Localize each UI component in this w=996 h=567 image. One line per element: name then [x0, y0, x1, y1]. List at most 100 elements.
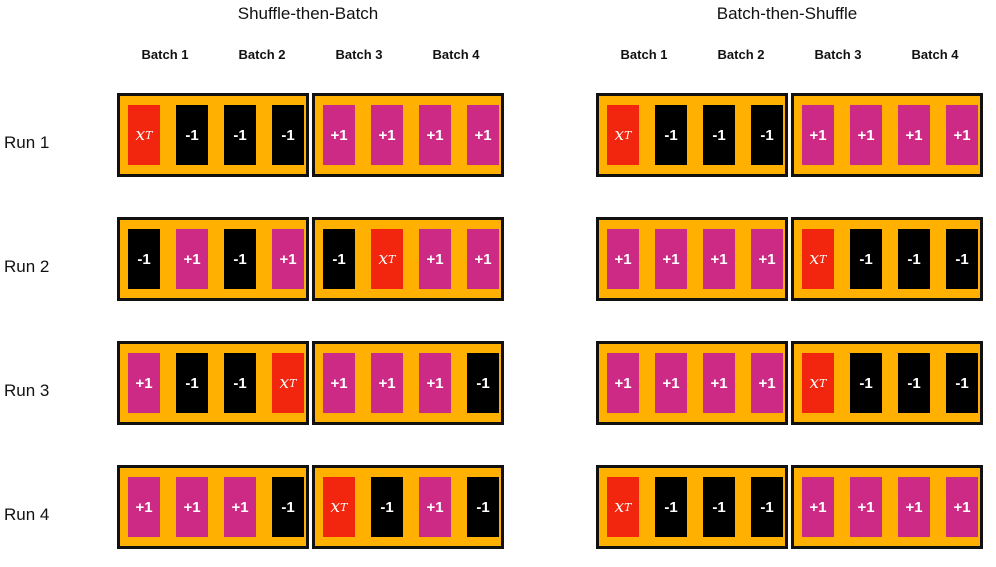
panel-title: Batch-then-Shuffle	[716, 4, 858, 23]
run-label: Run 4	[4, 505, 50, 524]
target-subscript: T	[340, 500, 348, 514]
positive-cell: +1	[898, 477, 930, 537]
positive-cell: +1	[751, 353, 783, 413]
negative-cell: -1	[224, 229, 256, 289]
batch-label: Batch 4	[432, 47, 480, 62]
positive-cell: +1	[272, 229, 304, 289]
negative-cell: -1	[272, 477, 304, 537]
negative-cell: -1	[850, 353, 882, 413]
target-subscript: T	[819, 376, 827, 390]
positive-cell: +1	[128, 353, 160, 413]
target-subscript: T	[145, 128, 153, 142]
target-subscript: T	[624, 128, 632, 142]
batch-group: +1 +1 +1 +1	[596, 341, 788, 425]
negative-cell: -1	[176, 105, 208, 165]
negative-cell: -1	[272, 105, 304, 165]
negative-cell: -1	[946, 353, 978, 413]
negative-cell: -1	[898, 353, 930, 413]
positive-cell: +1	[323, 353, 355, 413]
positive-cell: +1	[323, 105, 355, 165]
positive-cell: +1	[467, 229, 499, 289]
run-label: Run 1	[4, 133, 50, 152]
negative-cell: -1	[128, 229, 160, 289]
positive-cell: +1	[607, 229, 639, 289]
batch-label: Batch 1	[620, 47, 668, 62]
positive-cell: +1	[802, 477, 834, 537]
positive-cell: +1	[419, 105, 451, 165]
negative-cell: -1	[751, 105, 783, 165]
negative-cell: -1	[655, 477, 687, 537]
positive-cell: +1	[655, 229, 687, 289]
positive-cell: +1	[946, 477, 978, 537]
positive-cell: +1	[371, 353, 403, 413]
negative-cell: -1	[703, 477, 735, 537]
negative-cell: -1	[371, 477, 403, 537]
positive-cell: +1	[802, 105, 834, 165]
positive-cell: +1	[703, 229, 735, 289]
target-subscript: T	[819, 252, 827, 266]
positive-cell: +1	[176, 477, 208, 537]
batch-group: +1+1+1-1	[117, 465, 309, 549]
positive-cell: +1	[898, 105, 930, 165]
batch-group: +1 +1 +1 +1	[791, 93, 983, 177]
positive-cell: +1	[419, 477, 451, 537]
batch-label: Batch 2	[717, 47, 765, 62]
negative-cell: -1	[703, 105, 735, 165]
batch-group: +1 +1 +1 +1	[791, 465, 983, 549]
positive-cell: +1	[607, 353, 639, 413]
positive-cell: +1	[176, 229, 208, 289]
positive-cell: +1	[751, 229, 783, 289]
negative-cell: -1	[467, 353, 499, 413]
positive-cell: +1	[419, 353, 451, 413]
negative-cell: -1	[751, 477, 783, 537]
negative-cell: -1	[898, 229, 930, 289]
negative-cell: -1	[655, 105, 687, 165]
positive-cell: +1	[655, 353, 687, 413]
run-label: Run 3	[4, 381, 50, 400]
target-subscript: T	[289, 376, 297, 390]
batch-label: Batch 1	[141, 47, 189, 62]
batch-group: +1 +1 +1 -1	[312, 341, 504, 425]
negative-cell: -1	[323, 229, 355, 289]
batch-label: Batch 3	[335, 47, 383, 62]
negative-cell: -1	[224, 105, 256, 165]
negative-cell: -1	[467, 477, 499, 537]
batch-label: Batch 4	[911, 47, 959, 62]
positive-cell: +1	[224, 477, 256, 537]
positive-cell: +1	[467, 105, 499, 165]
panel-title: Shuffle-then-Batch	[237, 4, 379, 23]
negative-cell: -1	[946, 229, 978, 289]
target-subscript: T	[624, 500, 632, 514]
negative-cell: -1	[224, 353, 256, 413]
positive-cell: +1	[703, 353, 735, 413]
positive-cell: +1	[946, 105, 978, 165]
positive-cell: +1	[419, 229, 451, 289]
batch-group: +1 +1 +1 +1	[312, 93, 504, 177]
batch-group: +1 +1 +1 +1	[596, 217, 788, 301]
positive-cell: +1	[850, 477, 882, 537]
negative-cell: -1	[850, 229, 882, 289]
batch-label: Batch 3	[814, 47, 862, 62]
target-subscript: T	[388, 252, 396, 266]
positive-cell: +1	[850, 105, 882, 165]
positive-cell: +1	[371, 105, 403, 165]
batch-label: Batch 2	[238, 47, 286, 62]
run-label: Run 2	[4, 257, 50, 276]
batch-group: -1 +1 -1 +1	[117, 217, 309, 301]
negative-cell: -1	[176, 353, 208, 413]
